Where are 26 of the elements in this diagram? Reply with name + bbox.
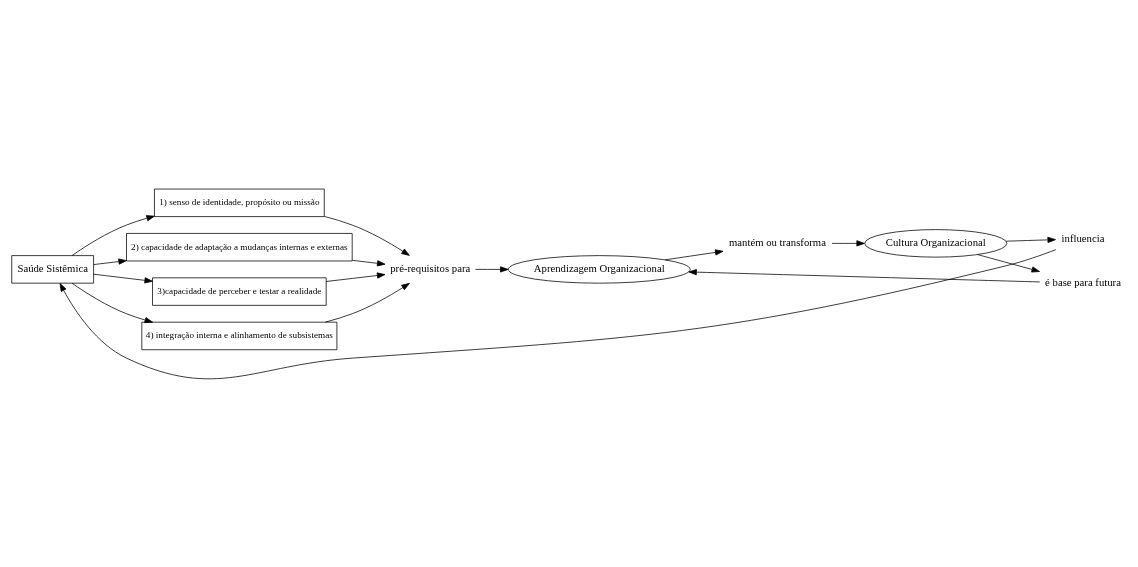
arrow — [325, 271, 386, 282]
node-box: 2) capacidade de adaptação a mudanças internas e externas — [126, 232, 353, 261]
arrow — [324, 215, 410, 256]
node-ellipse: Cultura Organizacional — [864, 228, 1008, 258]
node-text: é base para futura — [1045, 275, 1121, 288]
node-box: 1) senso de identidade, propósito ou missão — [154, 188, 325, 217]
node-box: 3)capacidade de perceber e testar a realidade — [152, 276, 327, 306]
arrow — [71, 282, 153, 323]
node-text: pré-requisitos para — [390, 261, 471, 274]
node-box: 4) integração interna e alinhamento de subsistemas — [141, 321, 338, 350]
arrow — [352, 259, 386, 266]
arrow — [977, 253, 1040, 272]
arrow — [93, 258, 127, 265]
node-text: influencia — [1061, 231, 1105, 244]
arrow — [1005, 236, 1056, 243]
arrow — [475, 265, 509, 272]
arrow — [664, 248, 724, 260]
arrow — [71, 214, 155, 256]
arrow — [93, 273, 153, 283]
node-box: Saúde Sistêmica — [11, 254, 94, 284]
arrow — [325, 282, 410, 322]
arrow — [59, 248, 1057, 379]
arrow — [688, 268, 1041, 282]
arrow — [831, 239, 865, 246]
node-text: mantém ou transforma — [729, 235, 826, 248]
node-ellipse: Aprendizagem Organizacional — [507, 254, 691, 284]
